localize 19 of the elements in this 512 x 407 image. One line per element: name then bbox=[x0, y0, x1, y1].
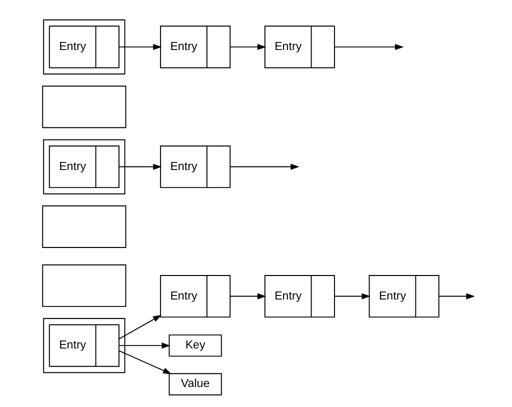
cluster bbox=[42, 139, 125, 194]
arrow bbox=[229, 293, 266, 300]
arrow bbox=[118, 314, 162, 340]
cluster bbox=[42, 19, 125, 74]
arrow bbox=[229, 164, 299, 170]
arrow bbox=[118, 342, 170, 349]
node-box: Value bbox=[168, 373, 222, 396]
arrow bbox=[334, 293, 370, 300]
cluster bbox=[42, 318, 125, 374]
node-box bbox=[42, 264, 126, 307]
arrow bbox=[118, 164, 162, 170]
node-box bbox=[42, 86, 126, 128]
arrow bbox=[118, 350, 172, 374]
arrow bbox=[118, 44, 162, 50]
arrow bbox=[438, 293, 474, 300]
arrow bbox=[334, 44, 404, 50]
node-box bbox=[42, 205, 126, 248]
node-box: Key bbox=[168, 334, 222, 357]
arrow bbox=[229, 44, 266, 50]
